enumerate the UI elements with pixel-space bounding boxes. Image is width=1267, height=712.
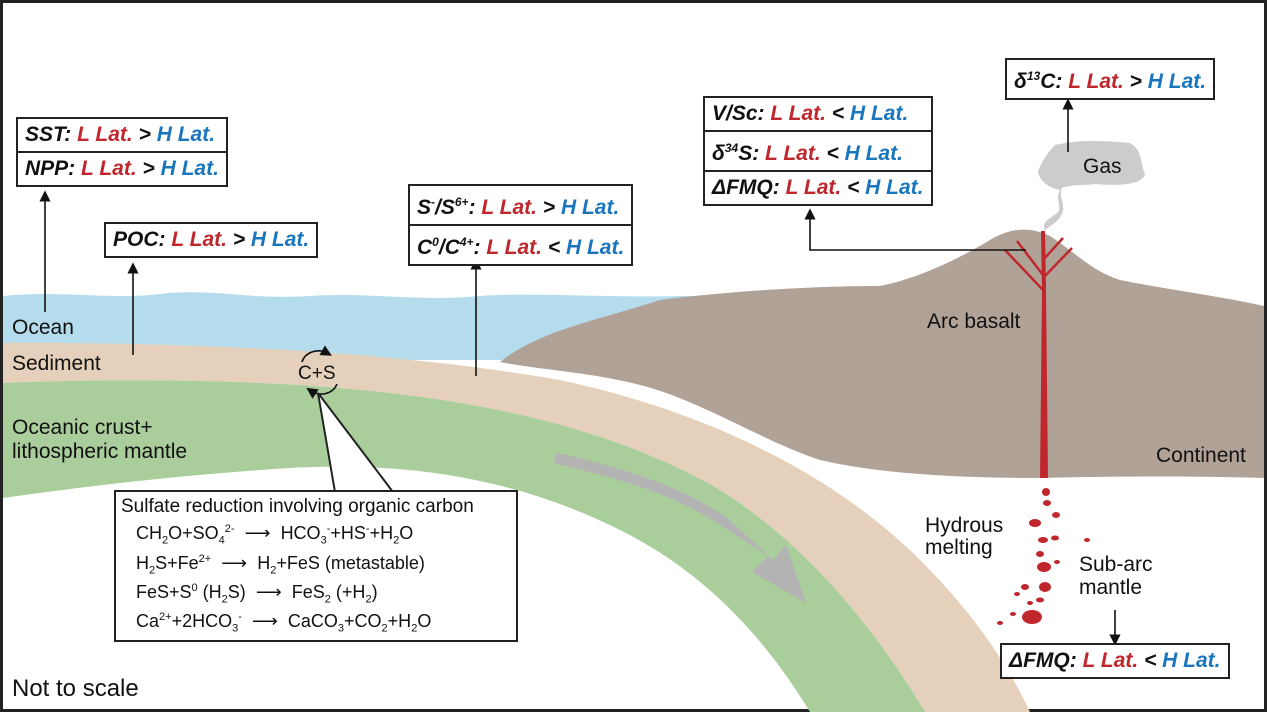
gas-label: Gas	[1083, 155, 1122, 178]
hydrous-melting-label-line1: Hydrous	[925, 514, 1004, 537]
gas-comparison-box: δ13C: L Lat. > H Lat.	[1005, 58, 1216, 100]
v-sc-comparison-row: V/Sc: L Lat. < H Lat.	[705, 98, 931, 130]
comparison-operator: <	[847, 176, 860, 199]
high-latitude-label: H Lat.	[250, 228, 310, 251]
sst-comparison-row: SST: L Lat. > H Lat.	[18, 119, 226, 151]
delta13c-comparison-row: δ13C: L Lat. > H Lat.	[1007, 60, 1213, 98]
low-latitude-label: L Lat.	[785, 176, 842, 199]
low-latitude-label: L Lat.	[1082, 649, 1139, 672]
reaction-1: CH2O+SO42-⟶HCO3-+HS-+H2O	[136, 523, 414, 547]
comparison-operator: >	[232, 228, 246, 251]
redox-comparison-box: S-/S6+: L Lat. > H Lat. C0/C4+: L Lat. <…	[408, 184, 634, 266]
ocean-label: Ocean	[12, 316, 74, 339]
comparison-operator: <	[831, 102, 845, 125]
param-label: POC:	[113, 228, 166, 251]
high-latitude-label: H Lat.	[160, 157, 219, 180]
comparison-operator: >	[542, 196, 556, 219]
npp-comparison-row: NPP: L Lat. > H Lat.	[18, 151, 226, 185]
sulfur-redox-comparison-row: S-/S6+: L Lat. > H Lat.	[410, 186, 631, 224]
sub-arc-mantle-label-line2: mantle	[1079, 576, 1143, 599]
param-label: δ34S:	[712, 141, 760, 165]
high-latitude-label: H Lat.	[865, 176, 924, 199]
arc-basalt-label: Arc basalt	[927, 310, 1021, 333]
low-latitude-label: L Lat.	[77, 123, 133, 146]
callout-title: Sulfate reduction involving organic carb…	[121, 496, 474, 517]
leader-arrows	[39, 98, 1121, 646]
comparison-operator: >	[142, 157, 155, 180]
sediment-label: Sediment	[12, 352, 101, 375]
oceanic-crust-label-line1: Oceanic crust+	[12, 416, 153, 439]
ocean-comparison-box: SST: L Lat. > H Lat. NPP: L Lat. > H Lat…	[16, 117, 228, 187]
low-latitude-label: L Lat.	[81, 157, 137, 180]
not-to-scale-note: Not to scale	[12, 675, 139, 702]
param-label: δ13C:	[1014, 69, 1063, 93]
comparison-operator: >	[138, 123, 151, 146]
high-latitude-label: H Lat.	[560, 196, 620, 219]
continent-label: Continent	[1156, 444, 1246, 467]
reaction-arrow-icon: ⟶	[255, 582, 282, 602]
magma-dikes	[1004, 237, 1073, 291]
oceanic-crust-label-line2: lithospheric mantle	[12, 440, 188, 463]
delta34s-comparison-row: δ34S: L Lat. < H Lat.	[705, 130, 931, 170]
sediment-layer	[3, 342, 1030, 712]
low-latitude-label: L Lat.	[171, 228, 227, 251]
continent-layer	[500, 229, 1264, 478]
param-label: NPP:	[25, 157, 76, 180]
hydrous-melting-label-line2: melting	[925, 536, 993, 559]
reaction-arrow-icon: ⟶	[221, 553, 248, 573]
dfmq-arc-comparison-row: ΔFMQ: L Lat. < H Lat.	[705, 170, 931, 204]
oceanic-crust-layer	[3, 380, 925, 712]
melt-droplets	[997, 488, 1090, 625]
high-latitude-label: H Lat.	[1162, 649, 1221, 672]
low-latitude-label: L Lat.	[770, 102, 826, 125]
high-latitude-label: H Lat.	[844, 142, 903, 165]
gas-cloud	[1038, 140, 1145, 230]
param-label: S-/S6+:	[417, 195, 476, 219]
param-label: ΔFMQ:	[1009, 649, 1077, 672]
comparison-operator: <	[1144, 649, 1157, 672]
low-latitude-label: L Lat.	[481, 196, 538, 219]
high-latitude-label: H Lat.	[849, 102, 909, 125]
poc-comparison-row: POC: L Lat. > H Lat.	[106, 224, 316, 256]
sulfate-reduction-callout: Sulfate reduction involving organic carb…	[114, 490, 518, 642]
sediment-comparison-box: POC: L Lat. > H Lat.	[104, 222, 319, 258]
carbon-redox-comparison-row: C0/C4+: L Lat. < H Lat.	[410, 224, 632, 264]
low-latitude-label: L Lat.	[486, 236, 543, 259]
magma-conduit	[1040, 231, 1048, 478]
dfmq-mantle-comparison-row: ΔFMQ: L Lat. < H Lat.	[1002, 645, 1228, 677]
param-label: SST:	[25, 123, 72, 146]
cycle-arrows-icon	[301, 345, 338, 399]
reaction-2: H2S+Fe2+⟶H2+FeS (metastable)	[136, 553, 425, 577]
sub-arc-mantle-label-line1: Sub-arc	[1079, 553, 1153, 576]
low-latitude-label: L Lat.	[1068, 70, 1124, 93]
high-latitude-label: H Lat.	[1147, 70, 1207, 93]
reaction-4: Ca2++2HCO3-⟶CaCO3+CO2+H2O	[136, 611, 432, 635]
param-label: ΔFMQ:	[712, 176, 780, 199]
param-label: V/Sc:	[712, 102, 765, 125]
arc-basalt-comparison-box: V/Sc: L Lat. < H Lat. δ34S: L Lat. < H L…	[703, 96, 933, 206]
comparison-operator: <	[826, 142, 839, 165]
param-label: C0/C4+:	[417, 235, 481, 259]
mantle-comparison-box: ΔFMQ: L Lat. < H Lat.	[1000, 643, 1230, 679]
comparison-operator: >	[1129, 70, 1142, 93]
high-latitude-label: H Lat.	[156, 123, 216, 146]
low-latitude-label: L Lat.	[765, 142, 821, 165]
reaction-arrow-icon: ⟶	[244, 523, 271, 543]
reaction-3: FeS+S0 (H2S)⟶FeS2 (+H2)	[136, 582, 378, 606]
comparison-operator: <	[547, 236, 561, 259]
reaction-arrow-icon: ⟶	[251, 611, 278, 631]
high-latitude-label: H Lat.	[565, 236, 625, 259]
ocean-layer	[3, 292, 700, 360]
carbon-sulfur-cycle-label: C+S	[298, 363, 336, 384]
subduction-direction-arrow	[553, 453, 806, 603]
